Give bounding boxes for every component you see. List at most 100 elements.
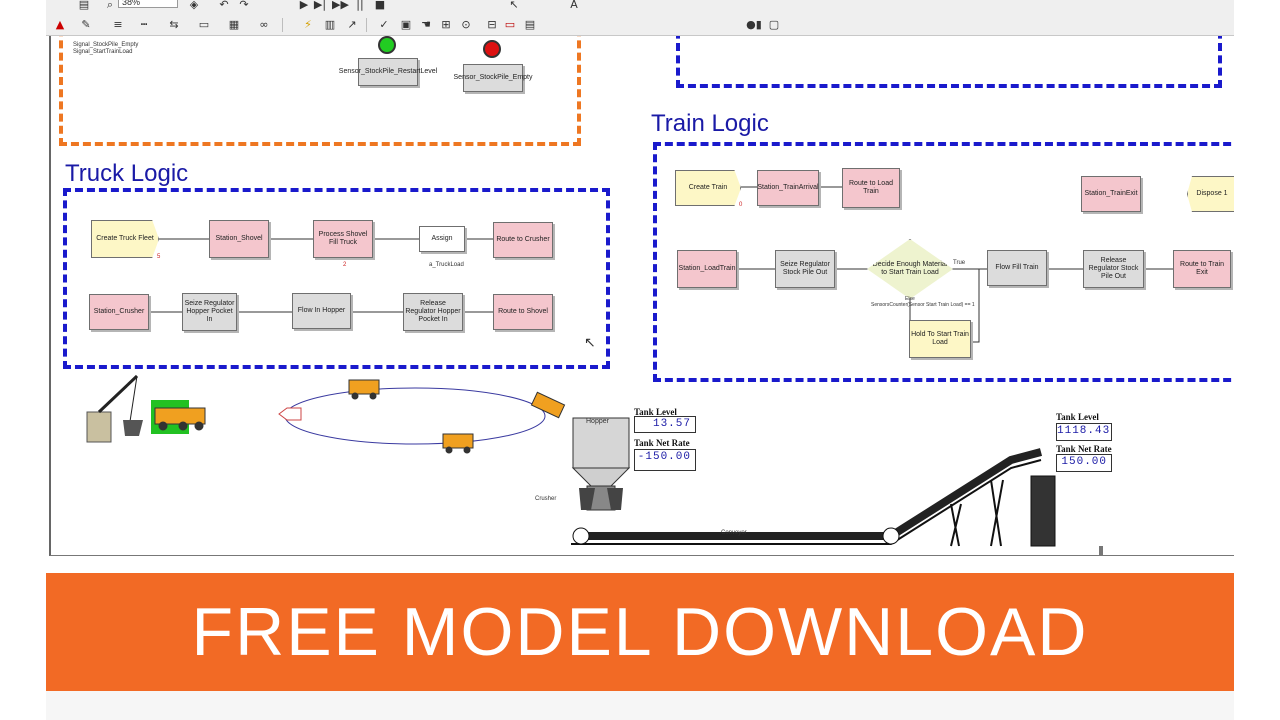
route-to-load-train-module[interactable]: Route to Load Train: [842, 168, 900, 208]
toolbar-separator: [282, 18, 283, 32]
redo-icon[interactable]: ↷: [239, 0, 249, 11]
line-style-icon[interactable]: ┅: [140, 18, 148, 31]
toolbar-row-bottom: ▲ ✎ ≡ ┅ ⇆ ▭ ▦ ∞ ⚡ ▥ ↗ ✓ ▣ ☚ ⊞ ⊙ ⊟ ▭ ▤ ●▮…: [46, 16, 1234, 34]
signal-label: Signal_StartTrainLoad: [73, 49, 133, 55]
tank1-rate-value: -150.00: [634, 449, 696, 471]
tank2-rate-value: 150.00: [1056, 454, 1112, 472]
signal-label: Signal_StockPile_Empty: [73, 42, 139, 48]
sensor-empty-block[interactable]: Sensor_StockPile_Empty: [454, 64, 533, 92]
tank1-level-label: Tank Level: [634, 407, 677, 417]
train-logic-frame: [653, 142, 1234, 382]
create-train-counter: 0: [739, 202, 743, 208]
route-icon[interactable]: ⊙: [461, 18, 471, 31]
process-counter: 2: [343, 262, 347, 268]
sensor-restart-block[interactable]: Sensor_StockPile_RestartLevel: [339, 58, 437, 86]
train-logic-title: Train Logic: [651, 110, 769, 137]
station-crusher-module[interactable]: Station_Crusher: [89, 294, 149, 330]
layers-icon[interactable]: ◈: [189, 0, 199, 11]
toolbar-row-top: ▤ ⌕ 38% ◈ ↶ ↷ ▶ ▶| ▶▶ || ■ ↖ A: [46, 0, 1234, 14]
toolbar: ▤ ⌕ 38% ◈ ↶ ↷ ▶ ▶| ▶▶ || ■ ↖ A ▲ ✎ ≡ ┅ ⇆…: [46, 0, 1234, 36]
left-margin: [0, 0, 46, 720]
decide-else-label: Else: [905, 296, 915, 302]
table-icon[interactable]: ▤: [524, 18, 536, 31]
hold-module[interactable]: Hold To Start Train Load: [909, 320, 971, 358]
text-icon[interactable]: A: [570, 0, 578, 11]
fill-color-icon[interactable]: ▲: [55, 18, 65, 31]
tank1-level-value: 13.57: [634, 416, 696, 433]
lightning-icon[interactable]: ⚡: [304, 18, 312, 31]
restart-sensor-light: [378, 36, 396, 54]
hopper-label: Hopper: [586, 418, 609, 425]
seize-hopper-module[interactable]: Seize Regulator Hopper Pocket In: [182, 293, 237, 331]
decide-condition: SensorsCounter(Sensor Start Train Load) …: [871, 302, 975, 308]
release-hopper-module[interactable]: Release Regulator Hopper Pocket In: [403, 293, 463, 331]
assign-attribute: a_TruckLoad: [429, 262, 464, 268]
line-width-icon[interactable]: ≡: [113, 18, 123, 31]
conveyor-icon: [571, 448, 1056, 547]
tank1-rate-label: Tank Net Rate: [634, 438, 690, 448]
arrow-style-icon[interactable]: ⇆: [169, 18, 179, 31]
step-icon[interactable]: ▶|: [313, 0, 327, 11]
pattern-icon[interactable]: ▭: [198, 18, 210, 31]
link-icon[interactable]: ∞: [259, 18, 269, 31]
zoom-icon[interactable]: ⌕: [106, 0, 114, 11]
play-icon[interactable]: ▶: [299, 0, 309, 11]
process-shovel-module[interactable]: Process Shovel Fill Truck: [313, 220, 373, 258]
tank2-level-label: Tank Level: [1056, 412, 1099, 422]
truck-icon: [154, 379, 566, 454]
station-icon[interactable]: ⊞: [441, 18, 451, 31]
empty-sensor-light: [483, 40, 501, 58]
route-to-train-exit-module[interactable]: Route to Train Exit: [1173, 250, 1231, 288]
segment-icon[interactable]: ⊟: [487, 18, 497, 31]
window-icon[interactable]: ▢: [768, 18, 780, 31]
stockpile-flow-frame: [676, 36, 1222, 88]
tank2-rate-label: Tank Net Rate: [1056, 444, 1112, 454]
assign-module[interactable]: Assign: [419, 226, 465, 252]
hatch-icon[interactable]: ▦: [228, 18, 240, 31]
station-load-train-module[interactable]: Station_LoadTrain: [677, 250, 737, 288]
zoom-select[interactable]: 38%: [118, 0, 178, 8]
decide-true-label: True: [953, 260, 966, 266]
hopper-icon: [571, 417, 631, 511]
model-canvas[interactable]: Signal_StockPile_Empty Signal_StartTrain…: [49, 36, 1234, 556]
route-to-crusher-module[interactable]: Route to Crusher: [493, 222, 553, 258]
bottom-strip: [46, 691, 1234, 720]
free-model-download-banner[interactable]: FREE MODEL DOWNLOAD: [46, 573, 1234, 691]
release-stockpile-module[interactable]: Release Regulator Stock Pile Out: [1083, 250, 1144, 288]
undo-icon[interactable]: ↶: [219, 0, 229, 11]
create-train-module[interactable]: Create Train: [675, 170, 741, 206]
image-icon[interactable]: ▣: [400, 18, 412, 31]
print-icon[interactable]: ▤: [78, 0, 90, 11]
right-margin: [1234, 0, 1280, 720]
tank2-level-value: 1118.43: [1056, 423, 1112, 441]
record-icon[interactable]: ●▮: [746, 18, 762, 31]
dispose-module[interactable]: Dispose 1: [1187, 176, 1234, 212]
stockpile-logic-frame: [59, 36, 581, 146]
animation-layer: [86, 374, 1103, 555]
conveyor-label: Conveyor: [721, 530, 747, 536]
fast-forward-icon[interactable]: ▶▶: [332, 0, 349, 11]
flow-fill-train-module[interactable]: Flow Fill Train: [987, 250, 1047, 286]
route-to-shovel-module[interactable]: Route to Shovel: [493, 294, 553, 330]
mouse-pointer-icon: ↖: [584, 334, 596, 350]
storage-icon[interactable]: ▭: [504, 18, 516, 31]
flow-in-hopper-module[interactable]: Flow In Hopper: [292, 293, 351, 329]
crusher-label: Crusher: [535, 496, 557, 502]
line-color-icon[interactable]: ✎: [81, 18, 91, 31]
create-counter: 5: [157, 254, 161, 260]
station-train-exit-module[interactable]: Station_TrainExit: [1081, 176, 1141, 212]
edit-icon[interactable]: ✓: [379, 18, 389, 31]
station-shovel-module[interactable]: Station_Shovel: [209, 220, 269, 258]
station-train-arrival-module[interactable]: Station_TrainArrival: [757, 170, 819, 206]
spawn-marker: [278, 407, 302, 421]
pointer-icon[interactable]: ↖: [509, 0, 519, 11]
pause-icon[interactable]: ||: [356, 0, 364, 11]
plot-icon[interactable]: ↗: [347, 18, 357, 31]
chart-icon[interactable]: ▥: [324, 18, 336, 31]
seize-stockpile-module[interactable]: Seize Regulator Stock Pile Out: [775, 250, 835, 288]
toolbar-separator: [366, 18, 367, 32]
create-truck-fleet-module[interactable]: Create Truck Fleet: [91, 220, 159, 258]
stop-icon[interactable]: ■: [374, 0, 386, 11]
hand-icon[interactable]: ☚: [421, 18, 431, 31]
